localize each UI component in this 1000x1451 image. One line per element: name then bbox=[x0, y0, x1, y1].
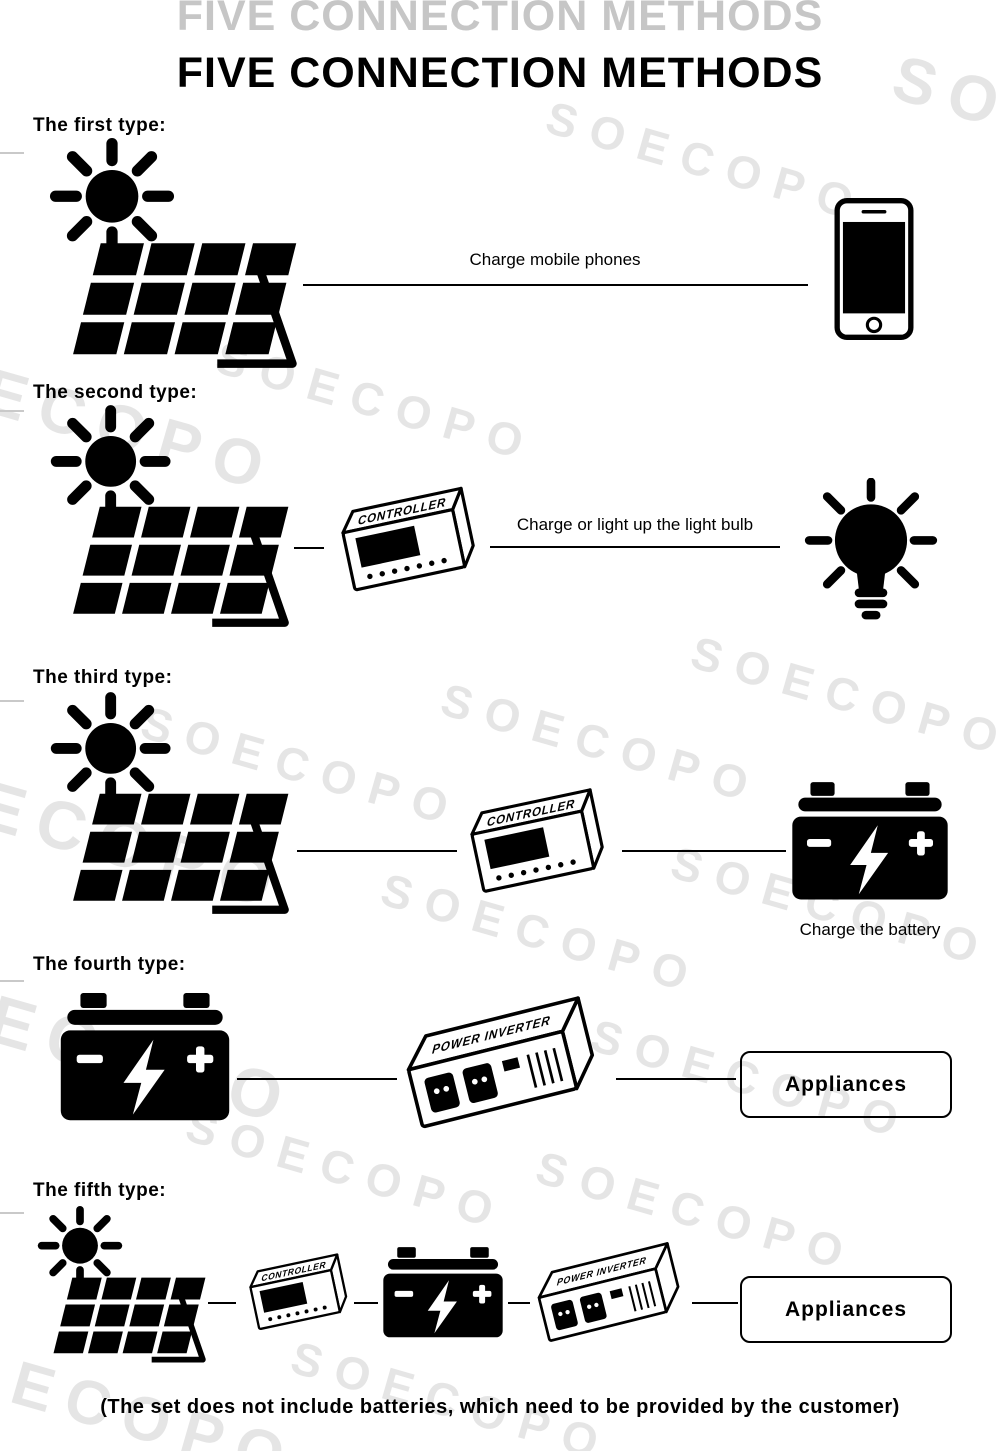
section-heading-second: The second type: bbox=[33, 382, 198, 403]
appliances-label: Appliances bbox=[784, 1297, 908, 1321]
connection-line bbox=[208, 1302, 236, 1304]
controller-icon bbox=[326, 466, 484, 621]
watermark-text: SOECOPO bbox=[540, 90, 873, 233]
section-heading-third: The third type: bbox=[33, 667, 173, 688]
watermark-text: SOECOPO bbox=[685, 625, 1000, 768]
light-bulb-icon bbox=[798, 478, 944, 638]
battery-icon bbox=[788, 782, 952, 903]
solar-panel-icon bbox=[18, 138, 300, 373]
appliances-box: Appliances bbox=[740, 1051, 952, 1118]
connection-line bbox=[294, 547, 324, 549]
battery-icon bbox=[380, 1247, 506, 1340]
connection-line bbox=[622, 850, 786, 852]
caption-charge-phones: Charge mobile phones bbox=[469, 250, 641, 269]
margin-tick bbox=[0, 152, 24, 154]
smartphone-icon bbox=[834, 198, 914, 340]
margin-tick bbox=[0, 410, 24, 412]
solar-panel-icon bbox=[20, 405, 292, 632]
battery-icon bbox=[56, 993, 234, 1124]
connection-line bbox=[303, 284, 808, 286]
connection-line bbox=[490, 546, 780, 548]
appliances-box: Appliances bbox=[740, 1276, 952, 1343]
caption-charge-battery: Charge the battery bbox=[799, 920, 941, 939]
footer-note: (The set does not include batteries, whi… bbox=[100, 1396, 900, 1418]
solar-panel-icon bbox=[16, 1206, 208, 1366]
connection-line bbox=[692, 1302, 738, 1304]
connection-line bbox=[508, 1302, 530, 1304]
page-title: FIVE CONNECTION METHODS bbox=[176, 48, 824, 97]
caption-charge-bulb: Charge or light up the light bulb bbox=[516, 515, 754, 534]
appliances-label: Appliances bbox=[784, 1072, 908, 1096]
margin-tick bbox=[0, 1212, 24, 1214]
margin-tick bbox=[0, 700, 24, 702]
connection-line bbox=[354, 1302, 378, 1304]
power-inverter-icon bbox=[394, 983, 608, 1148]
ghost-title: FIVE CONNECTION METHODS bbox=[176, 0, 824, 40]
controller-icon bbox=[455, 770, 613, 920]
margin-tick bbox=[0, 980, 24, 982]
controller-icon bbox=[238, 1240, 354, 1350]
section-heading-fifth: The fifth type: bbox=[33, 1180, 167, 1201]
connection-line bbox=[237, 1078, 397, 1080]
section-heading-first: The first type: bbox=[33, 115, 167, 136]
section-heading-fourth: The fourth type: bbox=[33, 954, 186, 975]
power-inverter-icon bbox=[528, 1232, 690, 1357]
connection-line bbox=[616, 1078, 736, 1080]
solar-panel-icon bbox=[20, 692, 292, 919]
connection-line bbox=[297, 850, 457, 852]
